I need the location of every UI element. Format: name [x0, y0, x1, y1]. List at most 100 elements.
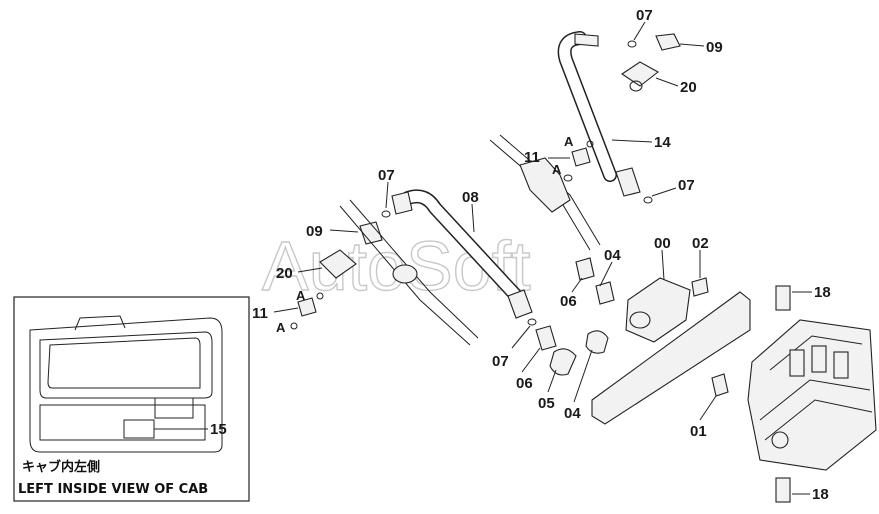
hose-14-assembly: [557, 31, 681, 204]
leader-08: [471, 203, 475, 233]
label-09-top: 09: [706, 39, 723, 56]
block-20-top: [621, 61, 659, 87]
label-11-mid: 11: [524, 149, 540, 166]
valve-block-00: [591, 277, 751, 425]
leader-07-top: [633, 21, 646, 41]
cab-inset-view: 15 キャブ内左側 LEFT INSIDE VIEW OF CAB: [13, 296, 250, 502]
label-04-lower: 04: [564, 405, 581, 422]
leader-01: [699, 395, 717, 421]
label-06-lower: 06: [516, 375, 533, 392]
leader-00: [661, 249, 665, 281]
adapter-06-upper: [575, 257, 595, 281]
hose-08-assembly: [290, 189, 533, 346]
cab-outline: [29, 317, 223, 453]
label-07-midright: 07: [678, 177, 695, 194]
leader-09-left: [329, 229, 359, 233]
adapter-04-lower: [585, 330, 609, 354]
callout-a-mid-lower: A: [552, 162, 562, 177]
oring-07-bottom: [527, 318, 537, 326]
adapter-11-mid: [571, 147, 591, 167]
plug-02: [691, 277, 709, 297]
label-07-left: 07: [378, 167, 395, 184]
spool-cap-3: [833, 351, 849, 379]
leader-07-left: [385, 181, 389, 209]
leader-06-lower: [521, 347, 541, 373]
cab-panel-box: [154, 397, 194, 419]
oring-left-a: [316, 292, 324, 300]
label-02: 02: [692, 235, 709, 252]
label-01: 01: [690, 423, 707, 440]
hose-14-bottom-fitting: [615, 167, 641, 197]
sensor-18-bottom: [775, 477, 791, 503]
hose-08-top-fitting: [391, 191, 413, 215]
lower-fittings: [527, 257, 615, 376]
cab-window: [39, 331, 213, 399]
callout-a-left-upper: A: [296, 288, 306, 303]
leader-04-lower: [573, 349, 593, 403]
label-06-upper: 06: [560, 293, 577, 310]
mounting-bracket: [591, 291, 751, 425]
block-20-left: [319, 249, 357, 279]
hose-08-inner: [402, 190, 526, 306]
pipe-line-left: [339, 205, 471, 346]
cab-window-inner: [47, 337, 201, 389]
oring-mid-a: [563, 174, 573, 182]
adapter-06-lower: [535, 325, 557, 351]
oring-07-midright: [643, 196, 653, 204]
adapter-11-left: [297, 297, 317, 317]
label-00: 00: [654, 235, 671, 252]
control-valve-edge-3: [764, 399, 873, 441]
control-valve-assembly: [747, 285, 877, 503]
control-valve-edge-1: [769, 335, 863, 371]
valve-port: [629, 311, 651, 329]
label-07-top: 07: [636, 7, 653, 24]
control-valve-body: [747, 319, 877, 471]
label-20-left: 20: [276, 265, 293, 282]
clamp-left: [392, 264, 418, 284]
label-07-bottom: 07: [492, 353, 509, 370]
connector-11-mid: [489, 134, 601, 251]
port-fitting: [771, 431, 789, 449]
spool-cap-1: [789, 349, 805, 377]
label-14: 14: [654, 134, 671, 151]
callout-a-left-lower: A: [276, 320, 286, 335]
inset-frame: [13, 296, 250, 502]
spool-cap-2: [811, 345, 827, 373]
oring-07-left: [381, 210, 391, 218]
label-15: 15: [210, 421, 227, 438]
valve-body-00: [625, 277, 691, 343]
leader-05: [547, 369, 557, 393]
leader-20-top: [655, 77, 679, 87]
elbow-09-top: [655, 33, 681, 51]
leader-lines: [273, 21, 812, 495]
leader-07-bottom: [511, 325, 531, 349]
block-20-top-bore: [629, 80, 643, 92]
leader-11-left: [273, 307, 299, 313]
leader-14: [611, 139, 653, 143]
leader-09-top: [679, 43, 705, 47]
pipe-line-mid-2: [499, 134, 601, 246]
part-labels: 07 09 20 14 11 07 07 08 09 20 11 00 02 0…: [252, 7, 831, 503]
elbow-05: [549, 348, 577, 376]
adapter-04-upper: [595, 281, 615, 305]
label-05: 05: [538, 395, 555, 412]
leader-04-upper: [599, 261, 613, 287]
label-09-left: 09: [306, 223, 323, 240]
manifold-block-mid: [519, 157, 571, 213]
cab-handle: [74, 315, 126, 331]
caption-japanese: キャブ内左側: [22, 459, 100, 475]
part-15-block: [123, 419, 155, 439]
leader-07-midright: [651, 187, 677, 197]
cab-lower-panel: [39, 404, 206, 441]
oring-left-b: [290, 322, 298, 330]
label-18-bottom: 18: [812, 486, 829, 503]
caption-english: LEFT INSIDE VIEW OF CAB: [18, 482, 208, 497]
hose-14-top-fitting: [574, 33, 599, 47]
hose-08-bottom-fitting: [507, 289, 533, 319]
label-08: 08: [462, 189, 479, 206]
label-20-top: 20: [680, 79, 697, 96]
label-18-top: 18: [814, 284, 831, 301]
callout-a-mid-upper: A: [564, 134, 574, 149]
